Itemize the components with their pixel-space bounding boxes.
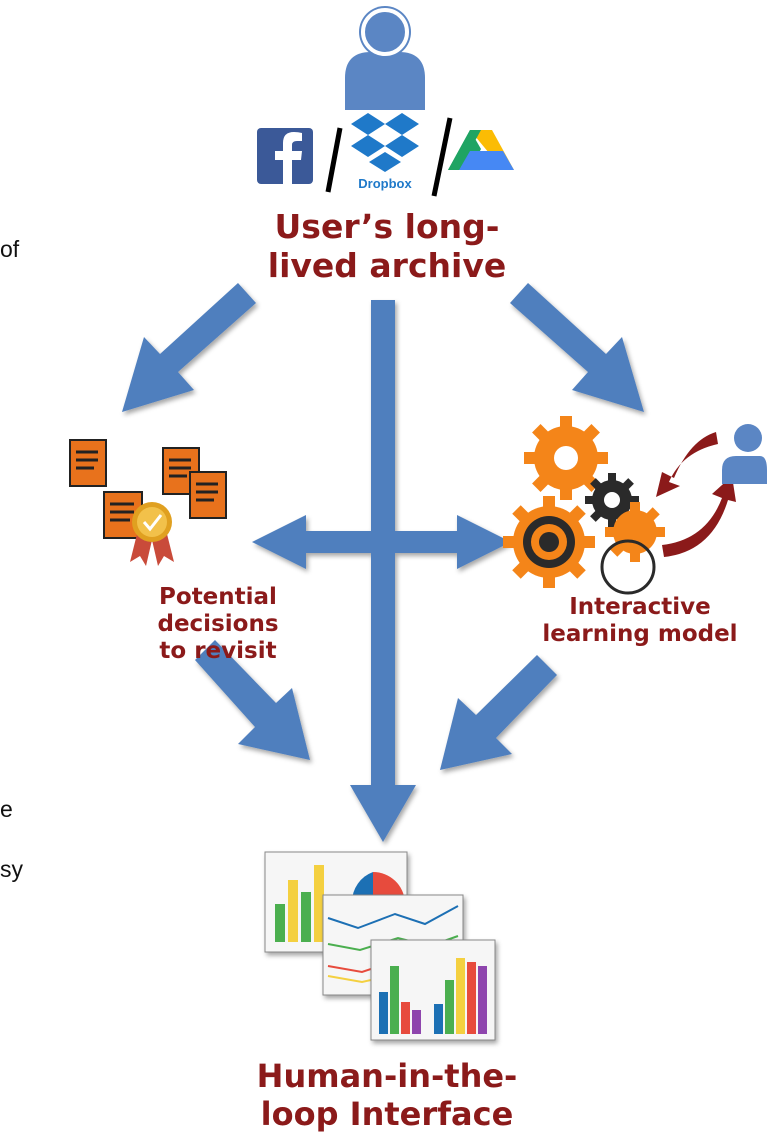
- google-drive-icon: [448, 130, 514, 170]
- arrows: [122, 283, 644, 842]
- document-icon: [69, 439, 107, 487]
- decisions-label: Potential decisions to revisit: [98, 584, 338, 665]
- gear-icon: [524, 416, 608, 500]
- model-label: Interactive learning model: [515, 594, 765, 648]
- archive-label-line1: User’s long-: [274, 207, 500, 246]
- interface-label: Human-in-the- loop Interface: [207, 1057, 567, 1134]
- dropbox-icon: [351, 113, 419, 172]
- gear-icon: [600, 539, 656, 595]
- arrow-archive-to-model: [510, 283, 644, 412]
- model-label-line1: Interactive: [569, 594, 711, 620]
- decisions-label-line1: Potential decisions: [157, 584, 279, 638]
- gear-icon: [585, 473, 639, 527]
- text-fragment: sy: [0, 856, 23, 882]
- award-badge-icon: [130, 502, 174, 566]
- document-icon: [189, 471, 227, 519]
- facebook-icon: [257, 128, 313, 184]
- slash-separator: [325, 127, 343, 193]
- archive-label-line2: lived archive: [267, 245, 507, 285]
- text-fragment: of: [0, 236, 20, 262]
- gear-icon: [605, 502, 665, 562]
- user-icon: [722, 424, 767, 484]
- archive-label: User’s long- lived archive: [207, 207, 567, 286]
- decisions-label-line2: to revisit: [159, 638, 277, 665]
- interface-label-line2: loop Interface: [260, 1094, 514, 1133]
- arrow-model-to-interface: [440, 655, 557, 770]
- user-icon: [345, 6, 425, 110]
- gears-icon: [503, 416, 665, 595]
- dropbox-caption: Dropbox: [358, 176, 412, 191]
- arrow-archive-to-interface: [350, 300, 416, 842]
- text-fragment: e: [0, 796, 13, 822]
- gear-icon: [503, 496, 595, 588]
- arrow-archive-to-decisions: [122, 283, 256, 412]
- charts-icon: [264, 851, 496, 1041]
- arrow-decisions-to-interface: [195, 640, 310, 760]
- arrow-decisions-model-bidirectional: [252, 515, 511, 569]
- interface-label-line1: Human-in-the-: [256, 1057, 518, 1095]
- slash-separator: [431, 117, 453, 197]
- feedback-loop-arrows: [656, 432, 736, 557]
- chart-thumbnail: [370, 939, 496, 1041]
- documents-icon: [69, 439, 227, 566]
- model-label-line2: learning model: [542, 621, 738, 648]
